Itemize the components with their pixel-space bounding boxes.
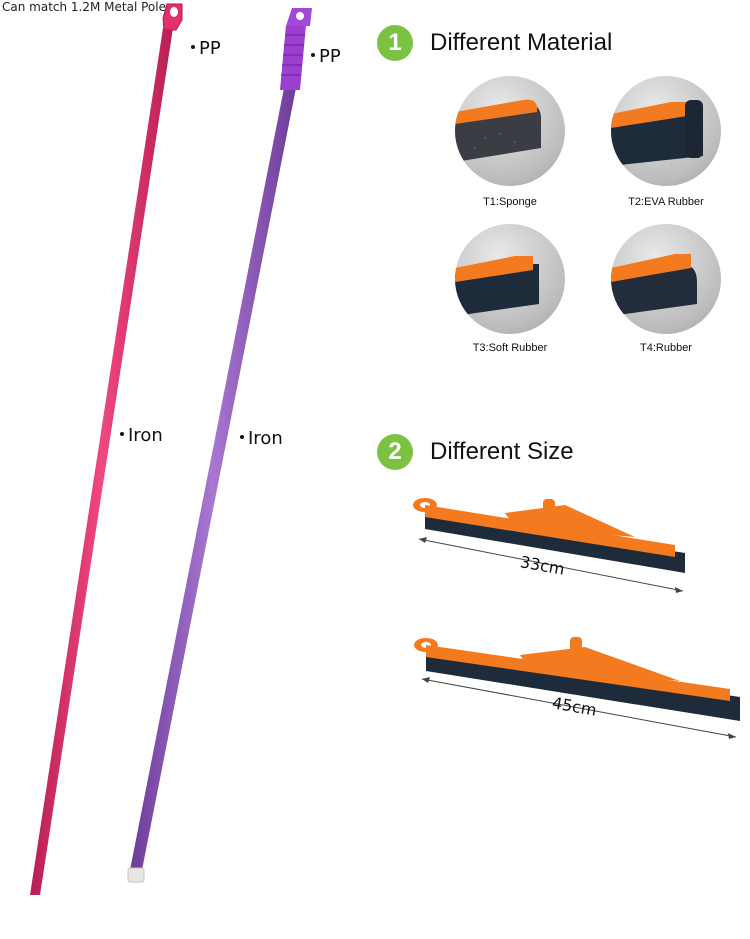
purple-pole-tip-label: PP	[311, 46, 341, 67]
squeegee-33cm	[405, 495, 695, 600]
purple-pole-body-label: Iron	[240, 428, 283, 449]
header-note: Can match 1.2M Metal Pole	[2, 0, 166, 14]
pink-pole	[30, 3, 183, 895]
material-sponge-image	[455, 76, 565, 186]
material-soft-rubber-image	[455, 224, 565, 334]
pink-pole-body-label: Iron	[120, 425, 163, 446]
material-caption-1: T1:Sponge	[483, 196, 537, 208]
material-caption-2: T2:EVA Rubber	[628, 196, 704, 208]
material-rubber-image	[611, 224, 721, 334]
squeegee-45cm	[410, 635, 745, 745]
material-caption-4: T4:Rubber	[640, 342, 692, 354]
pink-pole-tip-label: PP	[191, 38, 221, 59]
material-eva-rubber-image	[611, 76, 721, 186]
section-1-badge: 1	[377, 25, 413, 61]
purple-pole	[127, 8, 312, 883]
poles-illustration	[30, 3, 312, 895]
material-caption-3: T3:Soft Rubber	[472, 342, 548, 354]
section-2-title: Different Size	[430, 438, 574, 465]
section-2-badge: 2	[377, 434, 413, 470]
section-1-title: Different Material	[430, 29, 613, 56]
